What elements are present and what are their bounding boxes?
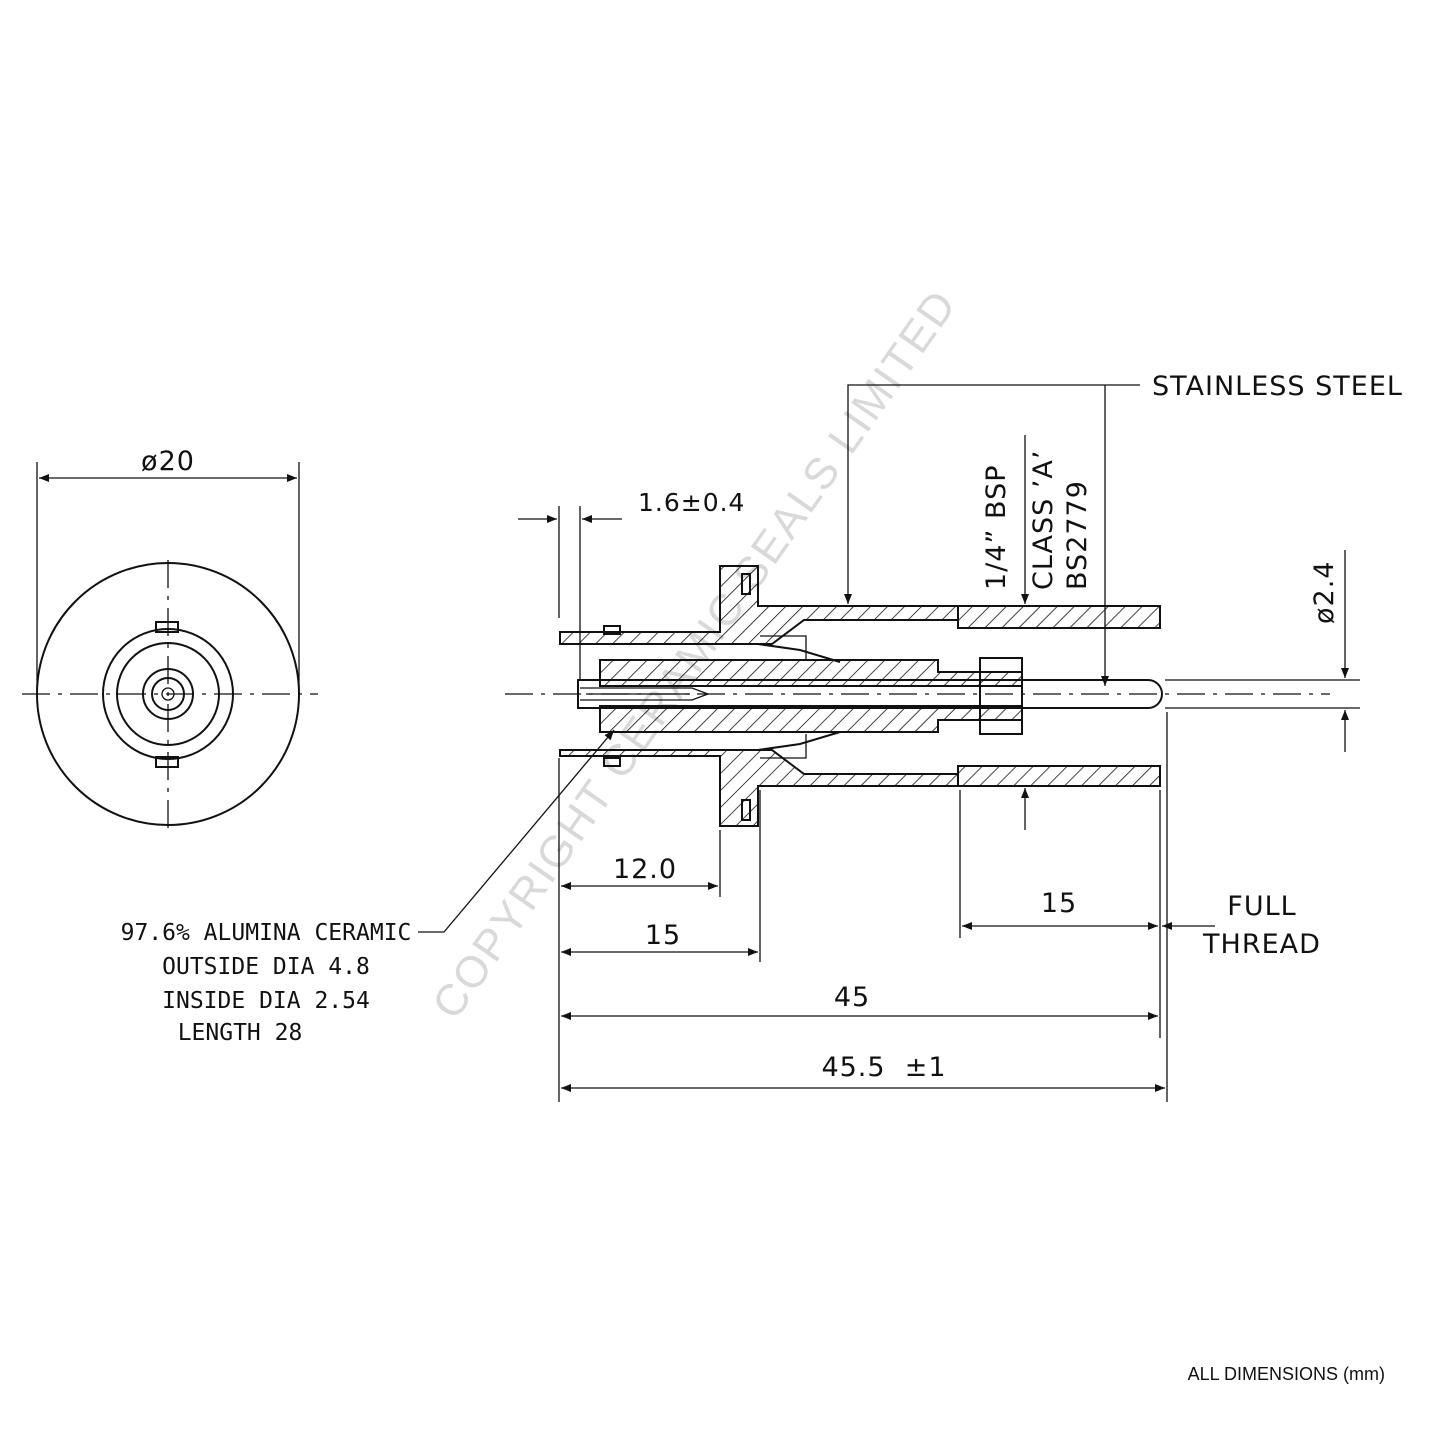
ceramic-note-line-2: OUTSIDE DIA 4.8 bbox=[162, 954, 370, 980]
end-view: ø20 bbox=[22, 446, 318, 835]
ceramic-note: 97.6% ALUMINA CERAMIC OUTSIDE DIA 4.8 IN… bbox=[121, 729, 615, 1046]
side-section-view bbox=[505, 565, 1330, 827]
dim-455-label: 45.5 ±1 bbox=[821, 1052, 946, 1083]
thread-spec-line-2: CLASS ’A’ bbox=[1028, 450, 1059, 590]
shell-lower bbox=[559, 749, 1161, 827]
pin bbox=[577, 679, 1163, 709]
ceramic-note-line-3: INSIDE DIA 2.54 bbox=[162, 988, 370, 1014]
dim-12-label: 12.0 bbox=[613, 854, 677, 885]
end-diameter-label: ø20 bbox=[141, 446, 195, 477]
ceramic-lower bbox=[599, 705, 1023, 733]
full-thread-line-2: THREAD bbox=[1202, 929, 1321, 960]
watermark: COPYRIGHT CERAMIC SEALS LIMITED bbox=[423, 281, 967, 1028]
thread-spec-line-3: BS2779 bbox=[1062, 480, 1093, 590]
dimensions: 1.6±0.4 STAINLESS STEEL 1/4” BSP CLASS ’… bbox=[518, 371, 1403, 1102]
flange-gap-label: 1.6±0.4 bbox=[638, 488, 745, 517]
dim-45-label: 45 bbox=[834, 982, 870, 1013]
ceramic-upper bbox=[599, 659, 1023, 687]
thread-spec-line-1: 1/4” BSP bbox=[981, 465, 1012, 591]
ceramic-note-line-4: LENGTH 28 bbox=[178, 1020, 303, 1046]
material-callout: STAINLESS STEEL bbox=[1152, 371, 1403, 402]
full-thread-line-1: FULL bbox=[1227, 891, 1296, 922]
dimensions-footnote: ALL DIMENSIONS (mm) bbox=[1188, 1364, 1385, 1384]
ceramic-note-line-1: 97.6% ALUMINA CERAMIC bbox=[121, 920, 412, 946]
dim-15-right-label: 15 bbox=[1041, 888, 1077, 919]
pin-diameter-label: ø2.4 bbox=[1309, 561, 1340, 624]
shell-upper bbox=[559, 565, 1161, 645]
dim-15-left-label: 15 bbox=[645, 920, 681, 951]
